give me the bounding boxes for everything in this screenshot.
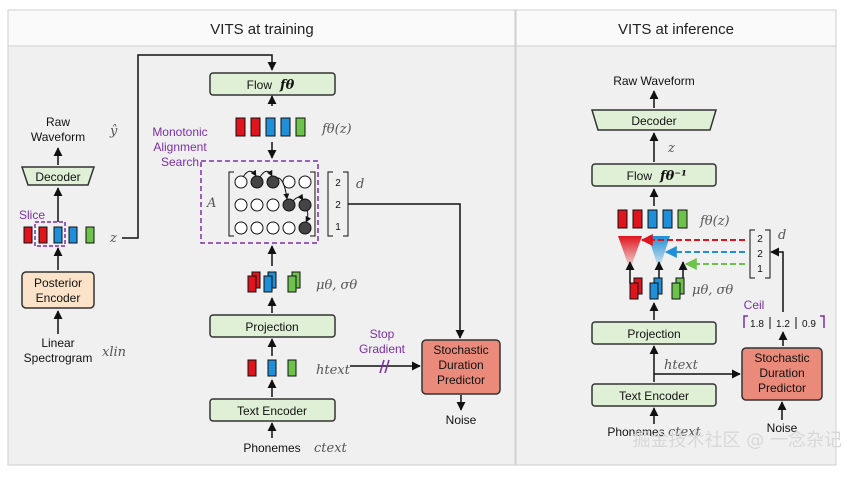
inf-d-bracket-right [765, 229, 771, 279]
d-value-2: 2 [335, 200, 341, 211]
d-label: d [356, 177, 364, 192]
inf-d-value-1: 2 [757, 234, 763, 245]
matrix-bracket-left [228, 171, 234, 237]
inference-flow-box [591, 163, 717, 187]
training-flow-label: Flow [247, 78, 273, 92]
inference-phonemes-label: Phonemes [607, 425, 664, 439]
training-raw-label-2: Waveform [31, 130, 85, 144]
inference-decoder-box [590, 109, 718, 131]
slice-dashed-box [34, 221, 66, 247]
inf-d-value-3: 1 [757, 264, 763, 275]
stop-gradient-slash-2 [384, 359, 390, 374]
linear-spectrogram-label-2: Spectrogram [24, 351, 93, 365]
training-sdp-box [421, 339, 501, 395]
training-z-bars [23, 226, 95, 244]
training-title: VITS at training [210, 21, 313, 38]
inference-header [515, 9, 837, 47]
training-sdp-label-3: Predictor [437, 373, 485, 387]
mas-dashed-box [200, 160, 319, 244]
inference-sdp-label-3: Predictor [758, 381, 806, 395]
ceil-bracket-left [743, 315, 748, 328]
training-decoder-box [20, 166, 96, 186]
training-flow-math: fθ [279, 78, 295, 93]
training-musigma-bars [247, 271, 301, 293]
stop-gradient-label-2: Gradient [359, 342, 406, 356]
training-htext-bars [247, 359, 297, 377]
inference-text-encoder-box [591, 383, 717, 407]
posterior-encoder-label-2: Encoder [36, 291, 81, 305]
inference-musigma-label: μθ, σθ [692, 283, 733, 298]
inference-fz-bars [617, 209, 688, 229]
inference-raw-label: Raw Waveform [613, 74, 695, 88]
training-decoder-label: Decoder [35, 170, 80, 184]
training-header [7, 9, 516, 47]
xlin-label: xlin [102, 345, 126, 360]
training-yhat-label: ŷ [109, 124, 118, 139]
posterior-encoder-box [21, 271, 95, 309]
training-text-encoder-box [209, 398, 336, 422]
training-fz-bars [235, 117, 306, 137]
inference-fz-label: fθ(z) [699, 214, 730, 229]
linear-spectrogram-label-1: Linear [41, 336, 74, 350]
inference-flow-math: fθ⁻¹ [659, 169, 687, 184]
training-sdp-label-1: Stochastic [433, 343, 488, 357]
training-htext-label: htext [316, 363, 351, 378]
expand-blue-triangle [648, 236, 670, 270]
ceil-value-3: 0.9 [802, 319, 816, 330]
watermark-text: 掘金技术社区 @ 一念杂记 [633, 429, 842, 451]
arrow-d-to-sdp [348, 203, 465, 339]
ceil-label: Ceil [744, 298, 765, 312]
inference-sdp-label-1: Stochastic [754, 351, 809, 365]
mas-label-1: Monotonic [152, 125, 207, 139]
training-text-encoder-label: Text Encoder [237, 404, 307, 418]
training-flow-box [209, 72, 336, 96]
training-raw-label-1: Raw [46, 115, 70, 129]
arrow-ceil-to-d [770, 247, 784, 312]
training-phonemes-label: Phonemes [243, 441, 300, 455]
mas-label-2: Alignment [153, 140, 207, 154]
d-value-1: 2 [335, 178, 341, 189]
posterior-encoder-label-1: Posterior [34, 276, 82, 290]
inference-flow-label: Flow [627, 169, 653, 183]
training-ctext-label: ctext [314, 441, 348, 456]
training-noise-label: Noise [446, 413, 477, 427]
arrow-z-to-flow [122, 54, 277, 239]
d-bracket-left [327, 171, 333, 237]
d-value-3: 1 [335, 222, 341, 233]
stop-gradient-label-1: Stop [370, 327, 395, 341]
inf-d-label: d [778, 228, 786, 243]
inference-sdp-box [741, 347, 823, 401]
training-musigma-label: μθ, σθ [316, 278, 357, 293]
inf-d-bracket-left [749, 229, 755, 279]
training-projection-box [209, 314, 336, 338]
slice-label: Slice [19, 208, 45, 222]
inference-musigma-bars [629, 277, 685, 300]
inference-noise-label: Noise [767, 421, 798, 435]
expand-red-triangle [618, 236, 642, 270]
stop-gradient-slash-1 [379, 359, 385, 374]
matrix-bracket-right [310, 171, 316, 237]
inf-d-value-2: 2 [757, 249, 763, 260]
ceil-value-2: 1.2 [776, 319, 790, 330]
inference-ctext-label: ctext [668, 425, 702, 440]
ceil-bracket-right [820, 315, 825, 328]
inference-title: VITS at inference [618, 21, 734, 38]
inference-z-label: z [667, 141, 675, 156]
inference-text-encoder-label: Text Encoder [619, 389, 689, 403]
mas-label-3: Search [161, 155, 199, 169]
training-sdp-label-2: Duration [438, 358, 483, 372]
alignment-a-label: A [206, 196, 216, 211]
inference-projection-label: Projection [627, 327, 680, 341]
alignment-matrix [234, 169, 312, 235]
inference-htext-label: htext [664, 358, 699, 373]
ceil-value-1: 1.8 [750, 319, 764, 330]
training-z-label: z [109, 231, 117, 246]
inference-decoder-label: Decoder [631, 114, 676, 128]
training-projection-label: Projection [245, 320, 298, 334]
training-fz-label: fθ(z) [321, 122, 352, 137]
inference-projection-box [591, 321, 717, 345]
inference-sdp-label-2: Duration [759, 366, 804, 380]
